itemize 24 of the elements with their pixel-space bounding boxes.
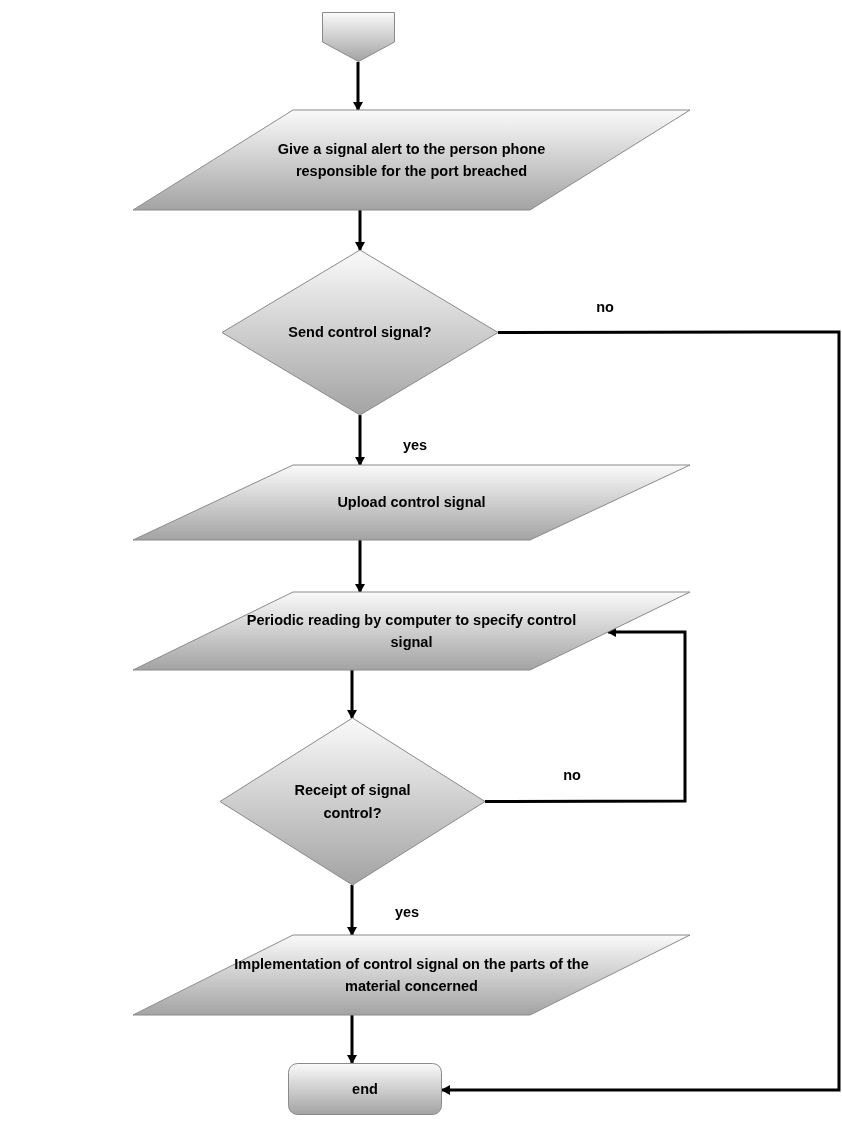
parallelogram-box — [133, 592, 690, 670]
node-text: Implementation of control signal on the parts of the material concerned — [233, 954, 590, 996]
arrow — [355, 210, 365, 251]
decision-diamond — [222, 250, 498, 415]
arrow — [355, 540, 365, 593]
parallelogram-box — [133, 935, 690, 1015]
arrow — [347, 1015, 357, 1064]
decision-diamond — [220, 718, 485, 885]
node-text: Periodic reading by computer to specify control signal — [245, 610, 578, 652]
node-text: Give a signal alert to the person phone responsible for the port breached — [276, 139, 547, 181]
parallelogram-box — [133, 110, 690, 210]
arrow — [485, 627, 687, 803]
node-text: Upload control signal — [337, 493, 486, 513]
arrow — [441, 330, 841, 1095]
arrow — [347, 670, 357, 719]
node-text: Send control signal? — [288, 323, 432, 343]
off-page-connector — [322, 12, 395, 62]
node-text: end — [352, 1079, 378, 1099]
arrow — [355, 415, 365, 466]
arrow — [347, 885, 357, 936]
parallelogram-box — [133, 465, 690, 540]
arrow — [353, 62, 363, 111]
terminator-box — [288, 1063, 442, 1115]
node-text: Receipt of signal control? — [293, 781, 412, 823]
